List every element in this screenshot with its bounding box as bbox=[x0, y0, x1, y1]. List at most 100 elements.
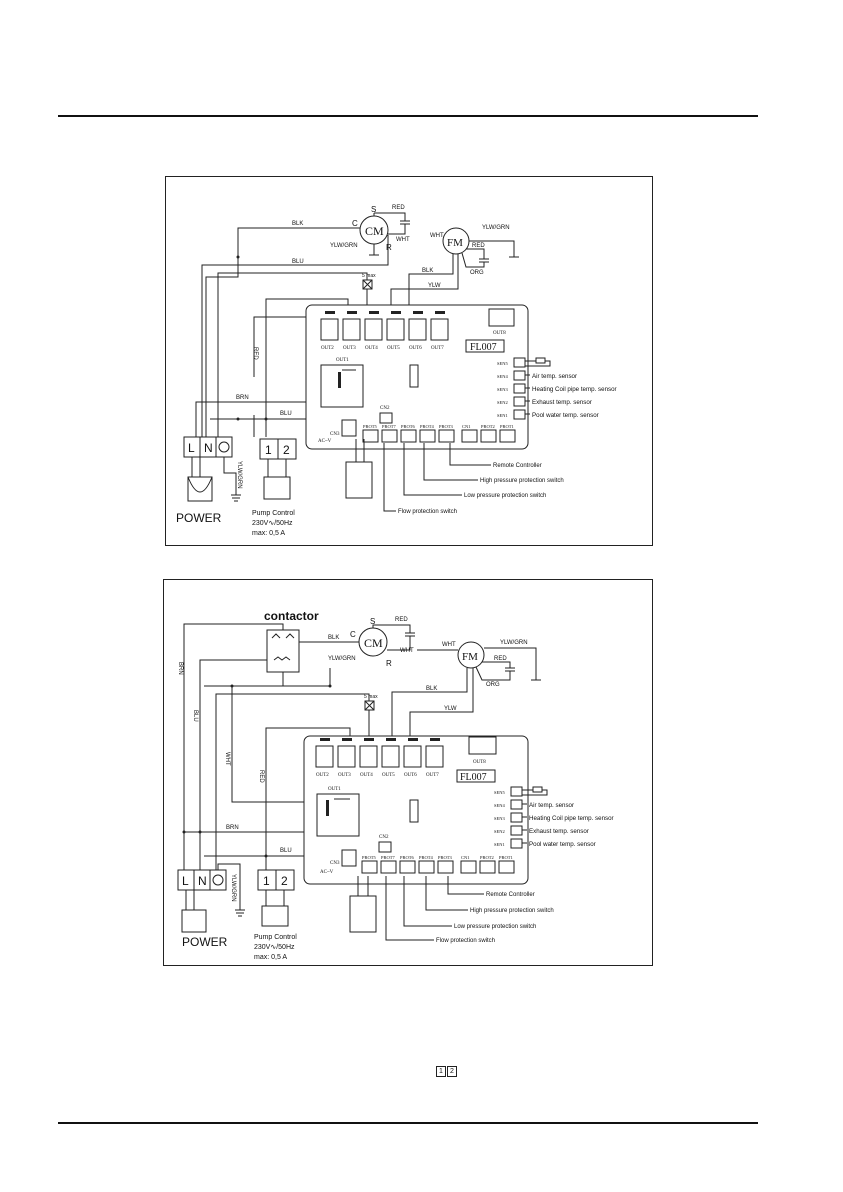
remote-label: Remote Controller bbox=[493, 463, 542, 469]
flow2-label: Flow protection switch bbox=[436, 938, 495, 944]
pump-terminal-2: 1 2 Pump Control 230V∿/50Hz max: 0,5 A bbox=[254, 869, 297, 961]
port-label-prot4: PROT4 bbox=[420, 424, 435, 429]
hp-label: High pressure protection switch bbox=[480, 478, 564, 484]
fm-label: FM bbox=[447, 237, 463, 249]
wire-brn-label: BRN bbox=[236, 395, 249, 401]
relay-label-out4: OUT4 bbox=[365, 346, 378, 351]
relay-pin bbox=[386, 738, 396, 741]
relay-out5 bbox=[386, 318, 405, 341]
sensor-port-label-sen5: SEN5 bbox=[494, 790, 506, 795]
hp2-label: High pressure protection switch bbox=[470, 908, 554, 914]
fuse-label: 5 max bbox=[362, 273, 376, 279]
relay-pin bbox=[364, 738, 374, 741]
relay-label-out2: OUT2 bbox=[316, 773, 329, 778]
relay-out3 bbox=[342, 318, 361, 341]
relay-pin bbox=[369, 311, 379, 314]
sensor-port-sen4 bbox=[510, 799, 523, 810]
cap2-wht-label: WHT bbox=[400, 648, 414, 654]
relay-out2 bbox=[320, 318, 339, 341]
fm-wht-label: WHT bbox=[430, 233, 444, 239]
relay-pin bbox=[391, 311, 401, 314]
port-label-prot6: PROT6 bbox=[400, 855, 415, 860]
relay-out2 bbox=[315, 745, 334, 768]
port-prot6 bbox=[400, 429, 417, 443]
acv2-label: AC~V bbox=[320, 870, 334, 875]
fm-red-label: RED bbox=[472, 243, 485, 249]
port-label-prot5: PROT5 bbox=[363, 424, 378, 429]
wiring-diagram-2: contactor CM S C R YLW/GRN RED WHT FM YL… bbox=[163, 579, 653, 966]
resistor bbox=[535, 357, 546, 364]
relay-out6 bbox=[403, 745, 422, 768]
resistor bbox=[532, 786, 543, 793]
relay-out7 bbox=[430, 318, 449, 341]
port-label-cn1: CN1 bbox=[461, 855, 470, 860]
port-label-cn1: CN1 bbox=[462, 424, 471, 429]
wire2-blu2-label: BLU bbox=[280, 848, 292, 854]
sensor-desc-1: Air temp. sensor bbox=[529, 802, 574, 809]
wire-blu2-label: BLU bbox=[280, 411, 292, 417]
pump-label-1: Pump Control bbox=[252, 510, 295, 517]
relay-pin bbox=[430, 738, 440, 741]
remote2-label: Remote Controller bbox=[486, 892, 535, 898]
fm2-earth-label: YLW/GRN bbox=[500, 640, 528, 646]
term-1: 1 bbox=[265, 443, 272, 457]
term-n: N bbox=[204, 441, 213, 455]
wire-blk-label: BLK bbox=[292, 221, 303, 227]
cap-wht-label: WHT bbox=[396, 237, 410, 243]
wire2-wht-label: WHT bbox=[224, 752, 230, 766]
sensor-port-sen2 bbox=[510, 825, 523, 836]
sensor-port-sen1 bbox=[513, 409, 526, 420]
relay-pin bbox=[342, 738, 352, 741]
footer-rule bbox=[58, 1122, 758, 1124]
term2-2: 2 bbox=[281, 874, 288, 888]
relay-label-out6: OUT6 bbox=[409, 346, 422, 351]
transformer bbox=[345, 461, 373, 499]
wire-blk2-label: BLK bbox=[422, 268, 433, 274]
sensor-port-sen2 bbox=[513, 396, 526, 407]
port-label-prot5: PROT5 bbox=[362, 855, 377, 860]
wire2-ylw-label: YLW bbox=[444, 706, 457, 712]
pump-terminal: 1 2 Pump Control 230V∿/50Hz max: 0,5 A bbox=[252, 438, 297, 537]
power-label: POWER bbox=[176, 511, 222, 525]
relay-pin bbox=[435, 311, 445, 314]
power-terminal-2: L N YLW/GRN POWER bbox=[177, 863, 245, 949]
port-prot2 bbox=[480, 429, 497, 443]
port-prot3 bbox=[437, 860, 454, 874]
terminal-legend: 1 2 bbox=[436, 1066, 457, 1077]
sensor-desc-1: Air temp. sensor bbox=[532, 373, 577, 380]
cm2-earth-label: YLW/GRN bbox=[328, 656, 356, 662]
legend-1: 1 bbox=[436, 1066, 446, 1077]
relay-pin bbox=[347, 311, 357, 314]
relay-out5 bbox=[381, 745, 400, 768]
relay-out3 bbox=[337, 745, 356, 768]
relay-label-out5: OUT5 bbox=[382, 773, 395, 778]
sensor-port-label-sen2: SEN2 bbox=[497, 400, 508, 405]
power-terminal: L N YLW/GRN POWER bbox=[176, 436, 242, 525]
wire2-brn-label: BRN bbox=[177, 662, 183, 675]
contactor: contactor bbox=[264, 609, 319, 673]
pump-label-3: max: 0,5 A bbox=[252, 530, 285, 537]
fuse: 5 max bbox=[217, 272, 376, 437]
wire2-brn2-label: BRN bbox=[226, 825, 239, 831]
relay-label-out3: OUT3 bbox=[338, 773, 351, 778]
relay-out6 bbox=[408, 318, 427, 341]
port-cn1 bbox=[461, 429, 478, 443]
cap2-red-label: RED bbox=[395, 617, 408, 623]
relay-out7 bbox=[425, 745, 444, 768]
sensor-port-label-sen1: SEN1 bbox=[497, 413, 508, 418]
relay-pin bbox=[325, 311, 335, 314]
wire-blu-label: BLU bbox=[292, 259, 304, 265]
sensor-desc-4: Pool water temp. sensor bbox=[529, 841, 596, 848]
port-prot4 bbox=[419, 429, 436, 443]
relay-pin bbox=[320, 738, 330, 741]
power-earth-label: YLW/GRN bbox=[236, 461, 242, 489]
port-cn1 bbox=[460, 860, 477, 874]
fuse-2: 5 max bbox=[215, 693, 378, 870]
fm2-red-label: RED bbox=[494, 656, 507, 662]
cm-label: CM bbox=[365, 224, 384, 238]
port-prot7 bbox=[381, 429, 398, 443]
sensor-port-sen1 bbox=[510, 838, 523, 849]
wire-ylw-label: YLW bbox=[428, 283, 441, 289]
cap-red-label: RED bbox=[392, 205, 405, 211]
